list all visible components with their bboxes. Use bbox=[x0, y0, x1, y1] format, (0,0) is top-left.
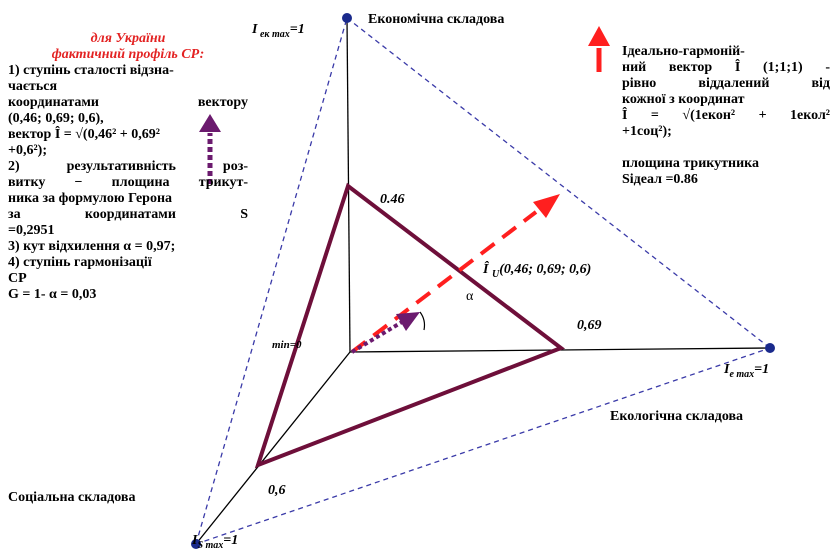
left-panel-line: 1) ступінь сталості відзна- bbox=[8, 63, 174, 78]
left-panel-line: (0,46; 0,69; 0,6), bbox=[8, 111, 104, 126]
left-panel-line: 2) результативність роз- bbox=[8, 159, 248, 174]
actual-vector-line bbox=[350, 210, 538, 354]
actual-profile-triangle bbox=[254, 182, 566, 469]
social-axis-label: Соціальна складова bbox=[8, 490, 136, 505]
left-panel-line: 3) кут відхилення α = 0,97; bbox=[8, 239, 176, 254]
origin-label: min=0 bbox=[272, 339, 302, 351]
angle-label: α bbox=[466, 289, 474, 304]
left-panel-line: чається bbox=[8, 79, 58, 94]
right-panel-line: площина трикутника bbox=[622, 156, 760, 171]
left-info-panel: для України фактичний профіль СР: 1) сту… bbox=[8, 31, 248, 303]
right-panel-line: Sідеал =0.86 bbox=[622, 172, 698, 187]
legend-ideal-arrowhead bbox=[199, 114, 221, 132]
ideal-vector-line bbox=[350, 320, 404, 354]
ecological-value-label: 0,69 bbox=[577, 318, 602, 333]
ideal-triangle-edge-left bbox=[195, 17, 348, 545]
left-panel-line: координатами вектору bbox=[8, 95, 248, 110]
right-panel-line: Ідеально-гармоній- bbox=[622, 44, 745, 59]
social-value-label: 0,6 bbox=[268, 483, 286, 498]
left-panel-line: +0,6²); bbox=[8, 143, 47, 158]
economic-value-label: 0.46 bbox=[380, 192, 405, 207]
left-panel-line: СР bbox=[8, 271, 27, 286]
ideal-vector-arrowhead bbox=[396, 312, 420, 331]
vector-label: Î U(0,46; 0,69; 0,6) bbox=[483, 262, 592, 280]
left-panel-line: витку − площина трикут- bbox=[8, 175, 248, 190]
social-max-label: IS max=1 bbox=[192, 533, 239, 551]
left-panel-line: 4) ступінь гармонізації bbox=[8, 255, 152, 270]
left-panel-line: ника за формулою Герона bbox=[8, 191, 173, 206]
ecological-max-label: Ie max=1 bbox=[724, 362, 770, 380]
economic-max-label: I ек max=1 bbox=[252, 22, 305, 40]
social-axis bbox=[195, 351, 351, 545]
left-panel-title-2: фактичний профіль СР: bbox=[51, 47, 205, 62]
economic-axis-label: Економічна складова bbox=[368, 12, 505, 27]
right-panel-line: Î = √(1екон² + 1екол² bbox=[622, 108, 830, 123]
left-panel-line: за координатами S bbox=[8, 207, 248, 222]
angle-arc bbox=[419, 311, 426, 331]
right-panel-line: +1соц²); bbox=[622, 124, 672, 139]
right-info-panel: Ідеально-гармоній- ний вектор Î (1;1;1) … bbox=[622, 44, 830, 188]
left-panel-title-1: для України bbox=[90, 31, 166, 46]
left-panel-line: G = 1- α = 0,03 bbox=[8, 287, 97, 302]
right-panel-line: ний вектор Î (1;1;1) - bbox=[622, 60, 830, 75]
legend-actual-arrowhead bbox=[588, 26, 610, 46]
ideal-triangle-edge-bottom bbox=[195, 347, 771, 545]
left-panel-line: =0,2951 bbox=[8, 223, 55, 238]
right-panel-line: кожної з координат bbox=[622, 92, 745, 107]
right-panel-line: рівно віддалений від bbox=[622, 76, 830, 91]
actual-vector-arrowhead bbox=[533, 194, 560, 218]
social-max-marker bbox=[191, 539, 201, 549]
ecological-max-marker bbox=[765, 343, 775, 353]
ecological-axis-label: Екологічна складова bbox=[610, 409, 744, 424]
left-panel-line: вектор Î = √(0,46² + 0,69² bbox=[8, 127, 160, 142]
economic-max-marker bbox=[342, 13, 352, 23]
